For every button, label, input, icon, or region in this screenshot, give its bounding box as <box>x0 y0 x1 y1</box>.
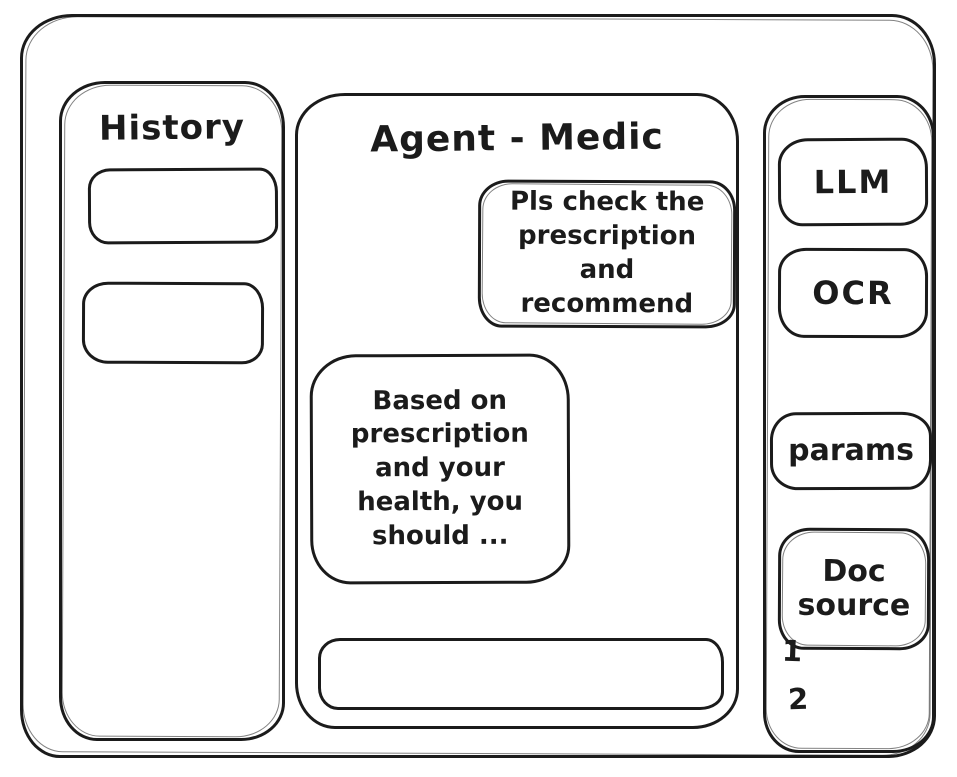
history-item[interactable] <box>87 167 279 245</box>
message-input[interactable] <box>318 638 724 710</box>
app-window-frame: History Agent - Medic Pls check the pres… <box>20 14 936 758</box>
doc-source-button[interactable]: Doc source <box>777 527 931 651</box>
doc-source-item-1: 1 <box>781 633 803 669</box>
ocr-button[interactable]: OCR <box>777 247 929 339</box>
history-item[interactable] <box>81 281 265 365</box>
doc-source-item-2: 2 <box>787 681 809 717</box>
llm-button[interactable]: LLM <box>777 137 929 227</box>
history-panel-title: History <box>98 107 246 149</box>
assistant-message-bubble: Based on prescription and your health, y… <box>309 353 571 585</box>
params-button[interactable]: params <box>769 411 933 491</box>
chat-panel: Agent - Medic Pls check the prescription… <box>295 93 739 729</box>
tools-panel: LLM OCR params Doc source 1 2 <box>763 95 935 753</box>
history-panel: History <box>59 81 285 741</box>
user-message-bubble: Pls check the prescription and recommend <box>477 179 737 329</box>
chat-title: Agent - Medic <box>369 116 665 161</box>
